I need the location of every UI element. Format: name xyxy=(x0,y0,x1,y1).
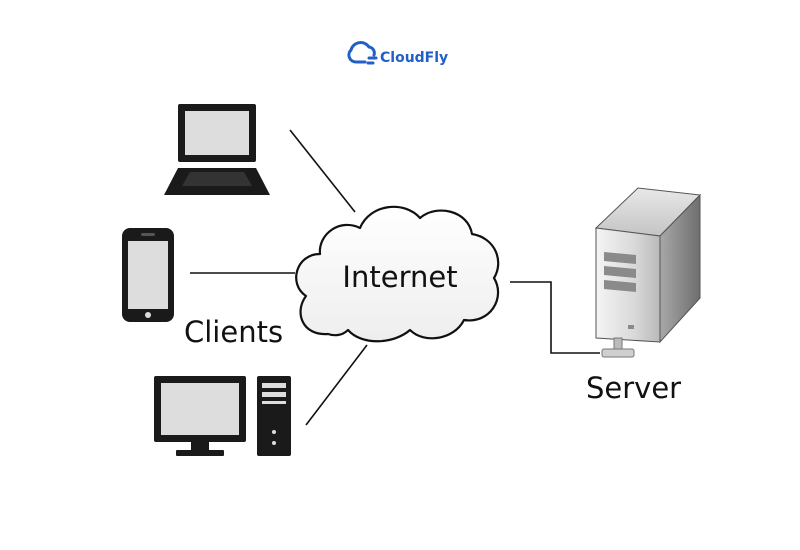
smartphone-icon xyxy=(122,228,174,322)
server-led xyxy=(628,325,634,329)
desktop-computer-icon xyxy=(154,376,291,456)
cloud-icon xyxy=(295,205,500,343)
desktop-connection-line xyxy=(305,344,368,426)
network-port-icon xyxy=(601,337,635,358)
clients-label: Clients xyxy=(184,315,283,349)
brand-name: CloudFly xyxy=(380,50,448,66)
server-connection-line xyxy=(510,281,600,354)
laptop-icon xyxy=(164,104,270,195)
connection-lines xyxy=(190,129,600,426)
cloud-logo-icon xyxy=(347,41,378,65)
tower-icon xyxy=(257,376,291,456)
monitor-icon xyxy=(154,376,246,456)
laptop-connection-line xyxy=(289,129,356,213)
brand-logo: CloudFly xyxy=(347,41,448,66)
server-label: Server xyxy=(586,371,681,405)
server-tower-icon xyxy=(594,187,702,358)
internet-label: Internet xyxy=(342,260,457,294)
server-drive-bays xyxy=(604,252,636,292)
